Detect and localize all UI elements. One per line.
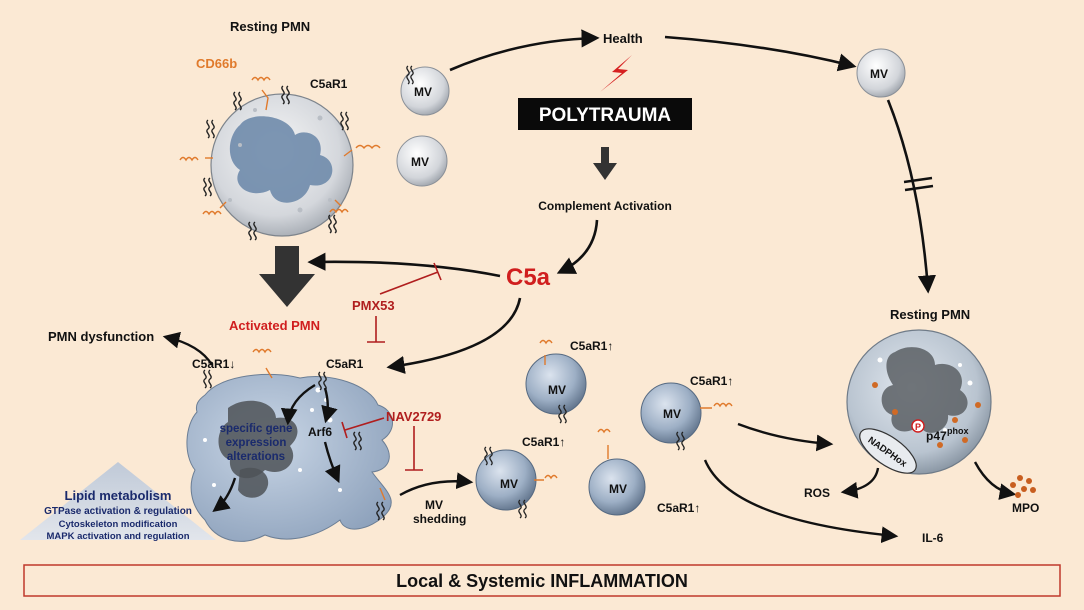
arrow-arf6-down bbox=[323, 441, 341, 484]
mv-shedding-2: shedding bbox=[413, 512, 466, 526]
nav2729-inhibitor-lines bbox=[341, 417, 423, 471]
arrow-mv-to-resting-pmn bbox=[886, 99, 937, 294]
cd66b-markers-top bbox=[179, 76, 381, 216]
cd66b-label: CD66b bbox=[196, 56, 237, 71]
mv-blue-3: MV C5aR1↑ bbox=[588, 428, 700, 516]
phox-label: phox bbox=[947, 426, 969, 436]
lightning-icon bbox=[600, 55, 632, 92]
il6-label: IL-6 bbox=[922, 531, 944, 545]
mv-top-1-label: MV bbox=[414, 85, 432, 99]
activated-pmn-cell bbox=[186, 373, 393, 542]
pmx53-label: PMX53 bbox=[352, 298, 395, 313]
block-marks bbox=[903, 176, 934, 192]
activated-pmn-cd66b bbox=[252, 348, 386, 501]
activated-pmn-label: Activated PMN bbox=[229, 318, 320, 333]
mv-top-right-label: MV bbox=[870, 67, 888, 81]
mv-top-1: MV bbox=[400, 65, 450, 116]
arrow-mv-to-health bbox=[449, 29, 600, 72]
activated-pmn-receptors bbox=[203, 369, 385, 521]
footer-label: Local & Systemic INFLAMMATION bbox=[396, 571, 688, 591]
mv-blue-1-label: MV bbox=[548, 383, 566, 397]
complement-activation-label: Complement Activation bbox=[538, 199, 672, 213]
c5a-label: C5a bbox=[506, 264, 551, 291]
mv-blue-2: MV C5aR1↑ bbox=[475, 435, 565, 519]
polytrauma-box bbox=[518, 98, 692, 130]
mv-blue-2-label: MV bbox=[500, 477, 518, 491]
arrow-into-nucleus bbox=[280, 383, 316, 426]
pmx53-inhibitor-lines bbox=[367, 262, 442, 343]
footer-box bbox=[23, 564, 1061, 597]
mv-blue-3-c5ar1: C5aR1↑ bbox=[657, 501, 700, 515]
c5ar1-down-label: C5aR1↓ bbox=[192, 357, 235, 371]
arrow-health-to-mv bbox=[664, 35, 857, 72]
arrow-to-lipid bbox=[212, 477, 237, 513]
lipid-metabolism-label: Lipid metabolism bbox=[65, 488, 172, 503]
polytrauma-label: POLYTRAUMA bbox=[539, 105, 672, 126]
gene-line-2: expression bbox=[226, 437, 287, 449]
cytoskeleton-label: Cytoskeleton modification bbox=[59, 519, 178, 530]
mv-blue-2-c5ar1: C5aR1↑ bbox=[522, 435, 565, 449]
nav2729-label: NAV2729 bbox=[386, 409, 441, 424]
mv-blue-4-c5ar1: C5aR1↑ bbox=[690, 374, 733, 388]
resting-pmn-top: Resting PMN CD66b C5aR1 bbox=[179, 19, 381, 241]
mv-blue-1: MV C5aR1↑ bbox=[525, 339, 613, 424]
mv-top-right: MV bbox=[856, 48, 906, 98]
arrow-c5a-to-pmn bbox=[307, 252, 501, 278]
gene-line-1: specific gene bbox=[220, 423, 293, 435]
mv-top-2: MV bbox=[396, 135, 448, 187]
arrow-to-dysfunction bbox=[162, 331, 214, 366]
resting-pmn-cell-top bbox=[210, 93, 354, 237]
p47-label: p47 bbox=[926, 429, 947, 443]
c5ar1-activated-label: C5aR1 bbox=[326, 357, 364, 371]
arrow-to-arf6 bbox=[321, 387, 338, 424]
arrow-pmn-to-ros bbox=[840, 467, 880, 499]
c5ar1-top-label: C5aR1 bbox=[310, 77, 348, 91]
arrow-complement-to-c5a bbox=[556, 219, 599, 274]
lipid-triangle bbox=[20, 462, 216, 540]
arrow-down-polytrauma bbox=[593, 147, 617, 180]
arrow-mv-to-il6 bbox=[703, 459, 899, 544]
mv-blue-4-label: MV bbox=[663, 407, 681, 421]
arrow-shedding bbox=[399, 472, 474, 497]
arrow-pmn-to-mpo bbox=[973, 461, 1017, 500]
mv-shedding-1: MV bbox=[425, 498, 443, 512]
mpo-granules bbox=[1010, 475, 1036, 498]
mapk-label: MAPK activation and regulation bbox=[46, 531, 189, 542]
arrow-c5a-to-c5ar1 bbox=[386, 297, 522, 374]
ros-label: ROS bbox=[804, 486, 830, 500]
mpo-label: MPO bbox=[1012, 501, 1039, 515]
pmn-dysfunction-label: PMN dysfunction bbox=[48, 329, 154, 344]
phospho-p-label: P bbox=[915, 422, 921, 432]
resting-pmn-top-label: Resting PMN bbox=[230, 19, 310, 34]
mv-blue-3-label: MV bbox=[609, 482, 627, 496]
mv-blue-1-c5ar1: C5aR1↑ bbox=[570, 339, 613, 353]
arrow-mv-to-pmn-right bbox=[737, 422, 834, 452]
receptors-top bbox=[203, 85, 349, 241]
mv-blue-4: MV C5aR1↑ bbox=[640, 374, 733, 451]
arf6-label: Arf6 bbox=[308, 425, 332, 439]
gene-line-3: alterations bbox=[227, 451, 285, 463]
mv-top-2-label: MV bbox=[411, 155, 429, 169]
health-label: Health bbox=[603, 31, 643, 46]
gtpase-label: GTPase activation & regulation bbox=[44, 506, 192, 517]
arrow-big-down bbox=[259, 246, 315, 307]
resting-pmn-right-label: Resting PMN bbox=[890, 307, 970, 322]
